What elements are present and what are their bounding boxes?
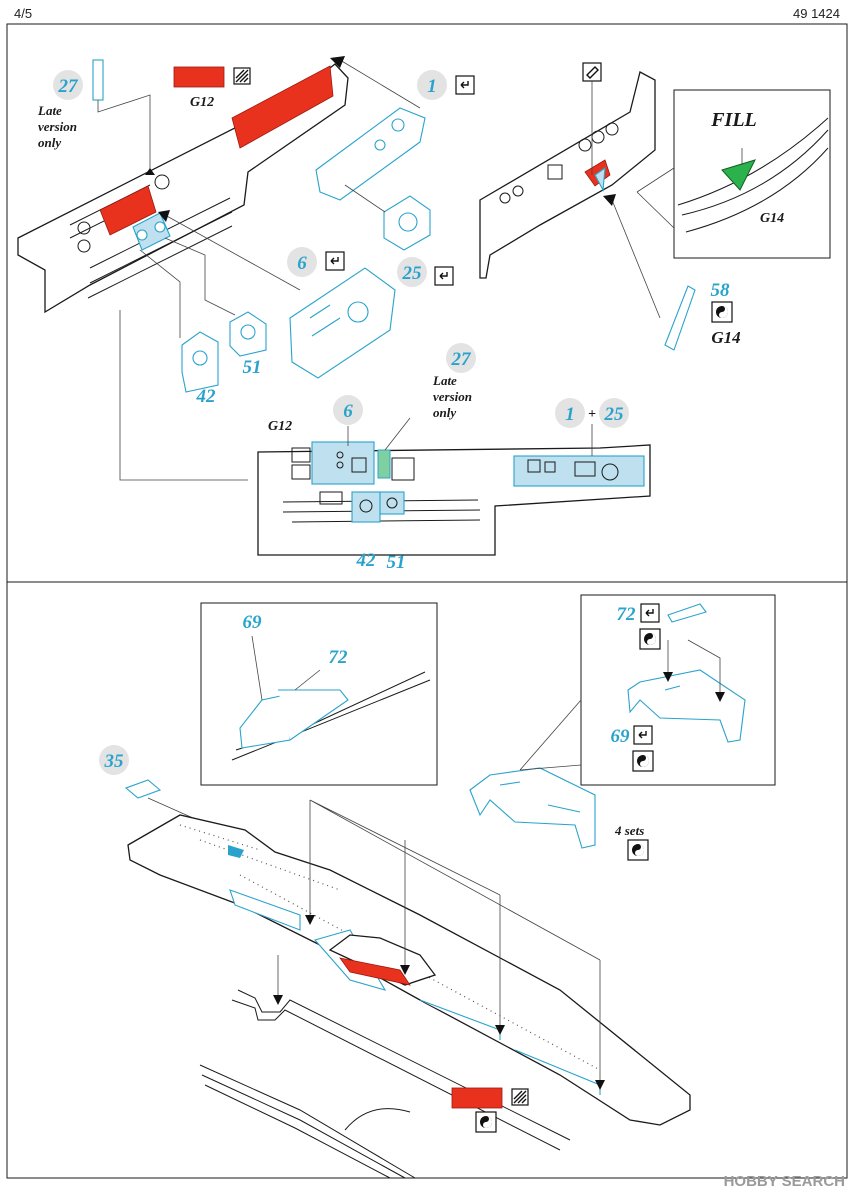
right-72-label: 72 xyxy=(617,604,637,625)
detail-72-label: 72 xyxy=(329,647,349,668)
part-51-label: 51 xyxy=(243,357,262,378)
fold-icon xyxy=(455,75,475,95)
fold-icon-69 xyxy=(633,725,653,745)
part-35-bubble xyxy=(99,745,129,775)
assembled-27-label: 27 xyxy=(451,349,473,370)
fold-icon-72 xyxy=(640,603,660,623)
lower-panel-frame xyxy=(6,581,848,1179)
late-version-line3: only xyxy=(38,135,61,150)
right-69-label: 69 xyxy=(611,726,631,747)
assembled-late-line1: Late xyxy=(432,373,457,388)
glue-icon-bottom xyxy=(475,1111,497,1133)
paint-icon-bottom xyxy=(511,1088,529,1106)
glue-icon-72 xyxy=(639,628,661,650)
watermark: HOBBY SEARCH xyxy=(724,1173,845,1190)
pe-part-27 xyxy=(92,59,104,101)
late-version-line2: version xyxy=(38,119,77,134)
late-version-line1: Late xyxy=(37,103,62,118)
assembled-late-line2: version xyxy=(433,389,472,404)
instrument-panel-exploded xyxy=(17,63,349,314)
product-code: 49 1424 xyxy=(793,6,840,21)
pe-part-58 xyxy=(664,285,696,351)
part-1-label: 1 xyxy=(427,76,437,97)
assembled-6-bubble xyxy=(333,395,363,425)
fold-icon-6 xyxy=(325,251,345,271)
g14-color-label: G14 xyxy=(711,328,740,347)
assembled-25-bubble xyxy=(599,398,629,428)
part-25-label: 25 xyxy=(402,263,423,284)
part-58-label: 58 xyxy=(711,280,731,301)
g12-color-label: G12 xyxy=(190,95,214,110)
assembled-25-label: 25 xyxy=(604,404,625,425)
assembled-42-label: 42 xyxy=(356,550,377,571)
glue-icon xyxy=(711,301,733,323)
g14-detail-label: G14 xyxy=(760,211,784,226)
pe-part-1 xyxy=(315,107,426,201)
pe-detail-box xyxy=(580,594,776,786)
sets-note: 4 sets xyxy=(614,823,644,838)
assembled-1-bubble xyxy=(555,398,585,428)
pe-part-35 xyxy=(124,779,162,799)
pe-bracket xyxy=(469,767,596,849)
bottom-color-swatch xyxy=(451,1087,503,1109)
pe-part-6 xyxy=(289,267,396,379)
glue-icon-sets xyxy=(627,839,649,861)
glue-icon-69 xyxy=(632,750,654,772)
part-6-label: 6 xyxy=(297,253,307,274)
detail-callout xyxy=(673,89,831,259)
green-fill-area xyxy=(721,159,756,191)
part-remove-icon xyxy=(582,62,602,82)
part-35-label: 35 xyxy=(104,751,125,772)
detail-69-label: 69 xyxy=(243,612,263,633)
g12-assembled-label: G12 xyxy=(268,419,292,434)
assembled-1-label: 1 xyxy=(565,404,575,425)
assembled-late-line3: only xyxy=(433,405,456,420)
part-25-bubble xyxy=(397,257,427,287)
part-42-label: 42 xyxy=(196,386,217,407)
assembled-51-label: 51 xyxy=(387,552,406,573)
paint-icon xyxy=(233,67,251,85)
part-1-bubble xyxy=(417,70,447,100)
part-27-bubble xyxy=(53,70,83,100)
fold-icon-25 xyxy=(434,266,454,286)
page-number: 4/5 xyxy=(14,6,32,21)
plus-sign: + xyxy=(588,407,596,422)
assembled-27-bubble xyxy=(446,343,476,373)
part-27-label: 27 xyxy=(58,76,80,97)
side-panel xyxy=(479,71,656,279)
assembled-6-label: 6 xyxy=(343,401,353,422)
part-6-bubble xyxy=(287,247,317,277)
coaming-detail-box xyxy=(200,602,438,786)
assembled-panel xyxy=(257,441,651,556)
g12-color-swatch xyxy=(173,66,225,88)
fill-label: FILL xyxy=(710,109,757,131)
red-paint-area xyxy=(339,957,411,986)
